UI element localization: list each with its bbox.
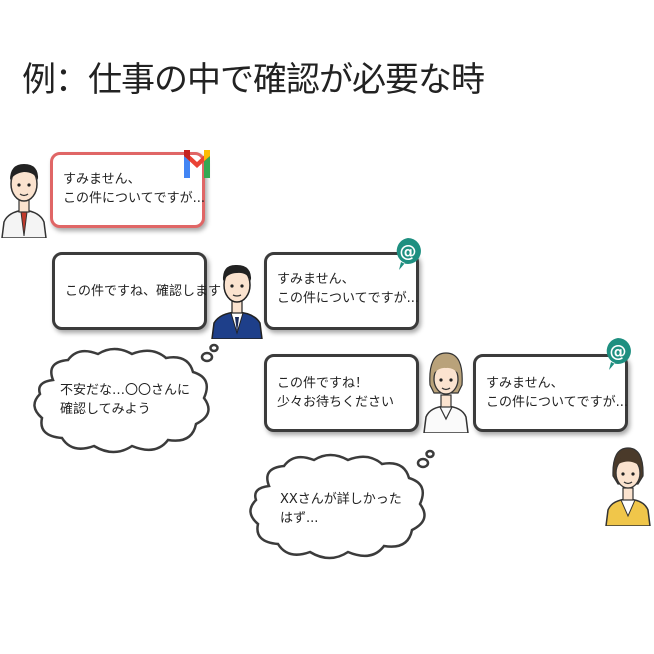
svg-text:@: @ bbox=[610, 342, 627, 362]
thought-cloud-2 bbox=[249, 449, 435, 560]
thought-text-2: XXさんが詳しかった はず... bbox=[280, 490, 402, 528]
message-text: すみません、 bbox=[63, 172, 141, 187]
person-man-white-shirt bbox=[1, 164, 47, 238]
at-sign-icon: @ bbox=[606, 338, 631, 370]
svg-text:@: @ bbox=[400, 242, 417, 262]
thought-cloud-1 bbox=[33, 343, 219, 454]
message-bubble-3: すみません、 この件についてですが... bbox=[264, 252, 419, 330]
thought-text: 不安だな…〇〇さんに bbox=[60, 383, 191, 398]
message-bubble-4: この件ですね！ 少々お待ちください bbox=[264, 354, 419, 432]
person-man-blue-suit bbox=[211, 264, 263, 339]
message-text: この件についてですが... bbox=[63, 191, 206, 206]
page-title: 例：仕事の中で確認が必要な時 bbox=[22, 60, 485, 100]
message-text: この件ですね！ bbox=[277, 376, 369, 391]
message-bubble-5: すみません、 この件についてですが... bbox=[473, 354, 628, 432]
message-bubble-2: この件ですね、確認します bbox=[52, 252, 222, 330]
message-bubble-1: すみません、 この件についてですが... bbox=[50, 152, 205, 228]
message-text: この件についてですが... bbox=[486, 395, 629, 410]
person-woman-white-shirt bbox=[423, 352, 469, 433]
at-sign-icon: @ bbox=[396, 238, 421, 270]
thought-text: XXさんが詳しかった bbox=[280, 492, 402, 507]
message-text: すみません、 bbox=[277, 272, 355, 287]
message-text: 少々お待ちください bbox=[277, 395, 395, 410]
person-woman-yellow-jacket bbox=[605, 447, 651, 526]
gmail-icon bbox=[184, 150, 210, 178]
message-text: この件ですね、確認します bbox=[65, 284, 222, 299]
thought-text: はず... bbox=[280, 511, 319, 526]
message-text: この件についてですが... bbox=[277, 291, 420, 306]
thought-text: 確認してみよう bbox=[60, 402, 151, 417]
thought-text-1: 不安だな…〇〇さんに 確認してみよう bbox=[60, 381, 190, 419]
message-text: すみません、 bbox=[486, 376, 564, 391]
